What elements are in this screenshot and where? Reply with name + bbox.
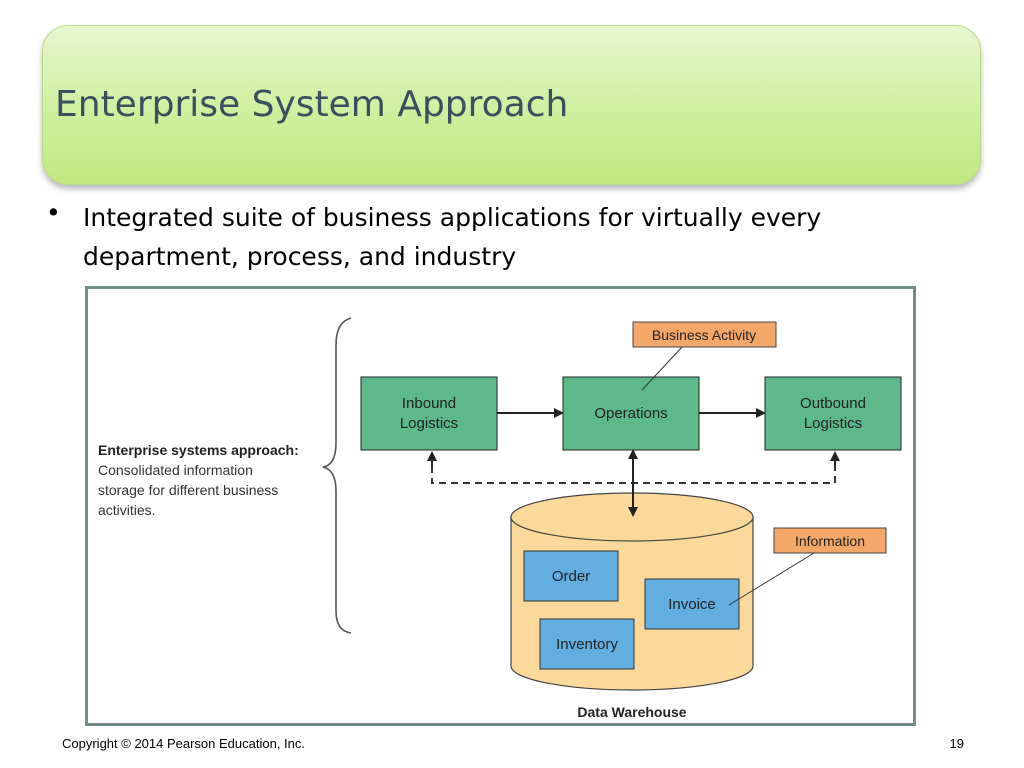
inventory-label: Inventory — [556, 636, 618, 653]
inbound-logistics-label-line-1: Inbound — [402, 395, 456, 412]
invoice-label: Invoice — [668, 596, 716, 613]
outbound-logistics-box — [764, 376, 902, 451]
inbound-logistics-box — [360, 376, 498, 451]
information-callout — [773, 527, 887, 554]
operations-box — [562, 376, 700, 451]
business-activity-label: Business Activity — [652, 327, 756, 343]
page-number: 19 — [949, 736, 964, 751]
curly-brace — [322, 317, 352, 634]
approach-heading: Enterprise systems approach: — [98, 442, 299, 458]
order-label: Order — [552, 568, 590, 585]
bullet-text: Integrated suite of business application… — [83, 203, 822, 271]
title-banner: Enterprise System Approach — [42, 25, 981, 185]
business-activity-pointer — [641, 346, 683, 391]
invoice-box — [644, 578, 740, 630]
information-pointer — [728, 552, 815, 606]
approach-desc-line-2: storage for different business — [98, 482, 278, 498]
operations-label: Operations — [594, 405, 667, 422]
bullet-marker: • — [46, 198, 61, 227]
data-warehouse-label: Data Warehouse — [577, 704, 686, 720]
diagram-frame: Enterprise systems approach: Consolidate… — [85, 286, 916, 726]
slide-title: Enterprise System Approach — [55, 84, 569, 125]
enterprise-diagram: Enterprise systems approach: Consolidate… — [98, 317, 902, 720]
copyright-footer: Copyright © 2014 Pearson Education, Inc. — [62, 736, 306, 751]
approach-desc-line-1: Consolidated information — [98, 462, 253, 478]
order-box — [523, 550, 619, 602]
outbound-logistics-label-line-1: Outbound — [800, 395, 866, 412]
approach-desc-line-3: activities. — [98, 502, 156, 518]
outbound-logistics-label-line-2: Logistics — [804, 415, 862, 432]
information-label: Information — [795, 533, 865, 549]
inbound-logistics-label-line-2: Logistics — [400, 415, 458, 432]
business-activity-callout — [632, 321, 777, 348]
inventory-box — [539, 618, 635, 670]
